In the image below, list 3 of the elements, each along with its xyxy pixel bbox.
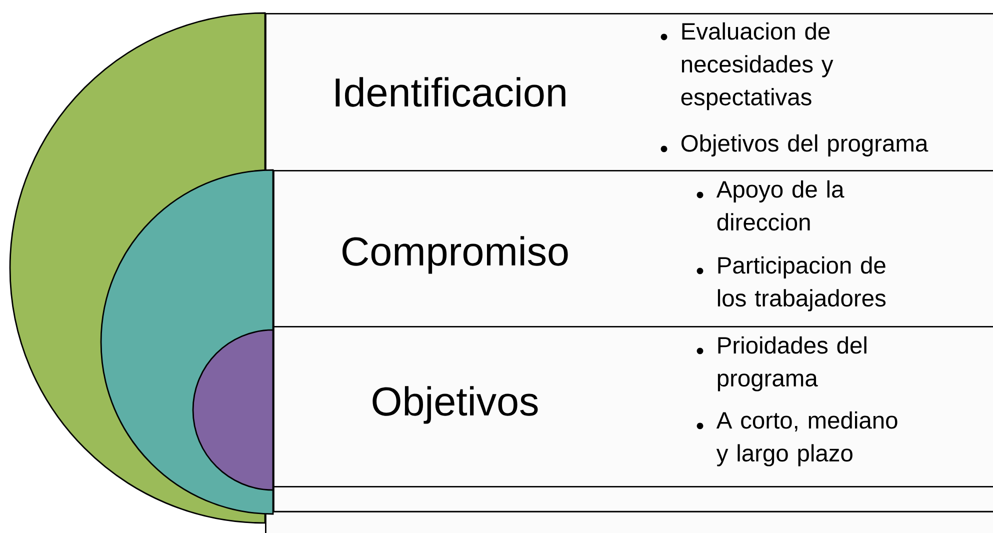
bullet-text: Evaluacion de necesidades y espectativas <box>681 22 834 110</box>
bullet-text: Objetivos del programa <box>682 134 928 156</box>
heading: Identificacion <box>336 77 566 107</box>
